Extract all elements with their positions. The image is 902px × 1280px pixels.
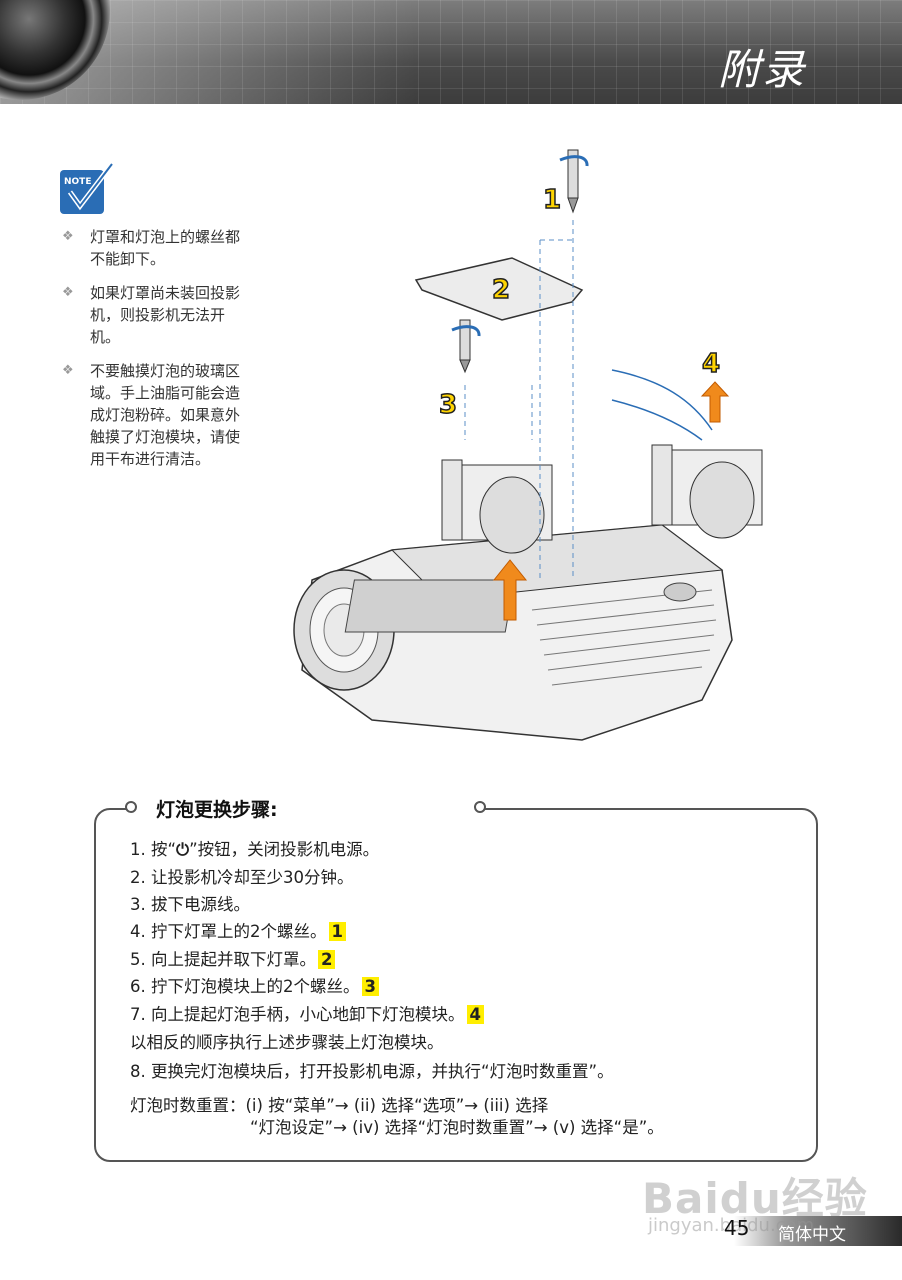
screwdriver-icon xyxy=(559,149,589,214)
step-ref-badge: 1 xyxy=(328,922,346,941)
step-ref-badge: 4 xyxy=(466,1005,484,1024)
page-header: 附录 xyxy=(0,0,902,104)
step-6: 6. 拧下灯泡模块上的2个螺丝。3 xyxy=(130,973,379,997)
watermark-brand: Baidu经验 xyxy=(642,1174,868,1223)
callout-number: 3 xyxy=(439,390,457,420)
note-sidebar: NOTE ❖灯罩和灯泡上的螺丝都不能卸下。 ❖如果灯罩尚未装回投影机，则投影机无… xyxy=(58,162,258,482)
diamond-bullet-icon: ❖ xyxy=(62,229,74,244)
note-list: ❖灯罩和灯泡上的螺丝都不能卸下。 ❖如果灯罩尚未装回投影机，则投影机无法开机。 … xyxy=(58,226,258,470)
steps-title: 灯泡更换步骤: xyxy=(156,799,278,821)
step-2: 2. 让投影机冷却至少30分钟。 xyxy=(130,868,354,887)
lamp-reset-line-1: 灯泡时数重置：(i) 按“菜单”→ (ii) 选择“选项”→ (iii) 选择 xyxy=(130,1096,549,1115)
callout-number: 1 xyxy=(543,185,561,215)
lamp-module-center xyxy=(441,459,553,554)
up-arrow-icon xyxy=(700,381,730,423)
watermark-url: jingyan.baidu.com xyxy=(648,1215,815,1236)
step-5: 5. 向上提起并取下灯罩。2 xyxy=(130,946,336,970)
diamond-bullet-icon: ❖ xyxy=(62,363,74,378)
step-7: 7. 向上提起灯泡手柄，小心地卸下灯泡模块。4 xyxy=(130,1001,484,1025)
panel-dot xyxy=(125,801,137,813)
panel-title-gap xyxy=(126,800,482,816)
callout-number: 4 xyxy=(702,349,720,379)
step-4: 4. 拧下灯罩上的2个螺丝。1 xyxy=(130,918,346,942)
lamp-reset-line-2: “灯泡设定”→ (iv) 选择“灯泡时数重置”→ (v) 选择“是”。 xyxy=(250,1118,664,1137)
note-icon-label: NOTE xyxy=(64,177,91,187)
note-item: ❖不要触摸灯泡的玻璃区域。手上油脂可能会造成灯泡粉碎。如果意外触摸了灯泡模块，请… xyxy=(62,362,241,468)
step-ref-badge: 3 xyxy=(361,977,379,996)
footer-language: 简体中文 xyxy=(778,1225,846,1245)
step-ref-badge: 2 xyxy=(318,950,336,969)
step-8: 8. 更换完灯泡模块后，打开投影机电源，并执行“灯泡时数重置”。 xyxy=(130,1062,614,1081)
power-icon: ⏻ xyxy=(176,840,190,859)
diamond-bullet-icon: ❖ xyxy=(62,285,74,300)
note-item: ❖灯罩和灯泡上的螺丝都不能卸下。 xyxy=(62,228,241,268)
footer-bar xyxy=(734,1216,902,1246)
callout-number: 2 xyxy=(492,275,510,305)
lamp-module-right xyxy=(611,369,763,539)
lamp-replacement-diagram: 1 2 3 4 xyxy=(293,149,763,741)
section-title: 附录 xyxy=(717,45,806,94)
panel-dot xyxy=(474,801,486,813)
step-3: 3. 拔下电源线。 xyxy=(130,895,250,914)
page-number: 45 xyxy=(724,1216,750,1240)
projector-illustration xyxy=(293,524,733,741)
screwdriver-icon xyxy=(451,319,481,374)
note-item: ❖如果灯罩尚未装回投影机，则投影机无法开机。 xyxy=(62,284,241,346)
up-arrow-icon xyxy=(492,559,528,621)
reverse-instruction: 以相反的顺序执行上述步骤装上灯泡模块。 xyxy=(130,1033,444,1052)
step-1: 1. 按“⏻”按钮，关闭投影机电源。 xyxy=(130,840,380,859)
note-checkmark-icon: NOTE xyxy=(60,162,114,214)
